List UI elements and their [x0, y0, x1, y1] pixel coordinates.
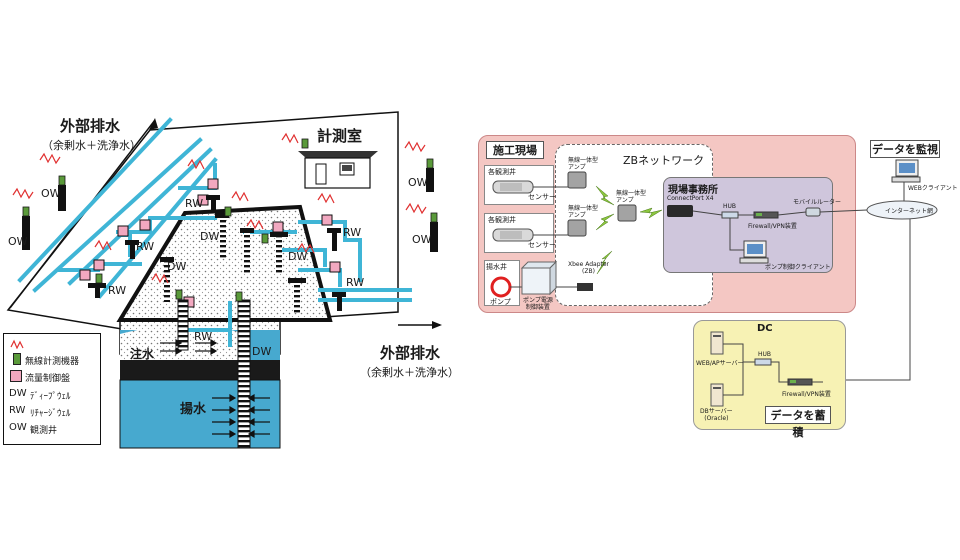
legend-text-ow: 観測井 [30, 426, 58, 436]
dc-graphics [710, 331, 823, 407]
monitor-title: データを監視 [870, 140, 940, 158]
obs-well-label-1: 各観測井 [488, 168, 516, 176]
radio-waves [12, 132, 427, 284]
xbee-label: Xbee Adapter (ZB) [568, 261, 610, 275]
well-label-ow: OW [412, 233, 432, 246]
well-label-dw: DW [288, 250, 308, 263]
well-label-rw: RW [185, 197, 204, 210]
well-label-dw: DW [252, 345, 272, 358]
hub-site-label: HUB [723, 203, 737, 210]
legend-text-rw: ﾘﾁｬｰｼﾞｳｪﾙ [30, 409, 71, 419]
sensor-label-1: センサー [528, 193, 556, 201]
legend-code-dw: DW [9, 388, 27, 399]
well-label-ow: OW [41, 187, 61, 200]
pump-client-label: ポンプ制御クライアント [765, 264, 831, 271]
firewall-site-label: Firewall/VPN装置 [748, 223, 797, 230]
flow-panel-legend-icon [10, 370, 22, 382]
db-server-label: DBサーバー (Oracle) [700, 408, 733, 422]
amp-label-3: 無線一体型 アンプ [616, 190, 647, 204]
drain-right-subtitle: （余剰水＋洗浄水） [360, 366, 459, 379]
legend-code-rw: RW [9, 405, 26, 416]
sensor-label-2: センサー [528, 241, 556, 249]
well-label-rw: RW [346, 276, 365, 289]
well-label-dw: DW [200, 230, 220, 243]
flow-arrows [160, 338, 270, 439]
pump-panel-label: ポンプ電源 制御装置 [523, 297, 553, 311]
hub-dc-label: HUB [758, 351, 772, 358]
pump-label: 揚水 [180, 402, 207, 417]
measure-room [304, 157, 371, 189]
well-label-rw: RW [343, 226, 362, 239]
obs-well-label-2: 各観測井 [488, 216, 516, 224]
wave-legend-icon [10, 339, 24, 349]
connectport-label: ConnectPort X4 [667, 195, 714, 202]
drain-right-title: 外部排水 [380, 344, 441, 362]
mobile-router-label: モバイルルーター [793, 199, 842, 206]
drain-top-subtitle: （余剰水＋洗浄水） [42, 139, 141, 152]
network-graphics [490, 159, 938, 381]
inject-label: 注水 [130, 347, 155, 361]
store-title: データを蓄積 [765, 406, 831, 439]
web-server-label: WEB/APサーバー [696, 360, 744, 367]
web-client-label: WEBクライアント [908, 185, 958, 192]
well-label-dw: DW [167, 260, 187, 273]
sensor-icon [492, 180, 534, 242]
well-label-ow: OW [408, 176, 428, 189]
measure-room-label: 計測室 [317, 127, 363, 145]
firewall-dc-label: Firewall/VPN装置 [782, 391, 831, 398]
pump-label-net: ポンプ [490, 298, 511, 306]
internet-label: インターネット網 [885, 208, 934, 215]
well-label-rw: RW [108, 284, 127, 297]
site-title: 施工現場 [486, 141, 544, 159]
amp-label-2: 無線一体型 アンプ [568, 205, 599, 219]
flow-panels [79, 178, 341, 308]
legend-text-panel: 流量制御盤 [25, 374, 71, 384]
well-label-ow: OW [8, 235, 28, 248]
wireless-meters [22, 138, 438, 302]
office-title: 現場事務所 [668, 185, 718, 196]
legend-text-dw: ﾃﾞｨｰﾌﾟｳｪﾙ [30, 392, 71, 402]
pump-well-label: 揚水井 [486, 263, 507, 271]
amp-label-1: 無線一体型 アンプ [568, 157, 599, 171]
well-label-rw: RW [136, 240, 155, 253]
legend: 無線計測機器 流量制御盤 DW ﾃﾞｨｰﾌﾟｳｪﾙ RW ﾘﾁｬｰｼﾞｳｪﾙ O… [3, 333, 101, 445]
site-illustration [6, 111, 442, 449]
dc-title: DC [757, 323, 773, 334]
measure-room-roof [298, 151, 378, 158]
clay-layer [120, 360, 280, 380]
well-label-rw: RW [194, 330, 213, 343]
meter-legend-icon [13, 353, 21, 365]
pump-well-box [484, 260, 520, 306]
drain-top-title: 外部排水 [60, 117, 121, 135]
legend-text-meter: 無線計測機器 [25, 357, 80, 367]
zb-network-label: ZBネットワーク [623, 154, 705, 167]
legend-code-ow: OW [9, 422, 27, 433]
